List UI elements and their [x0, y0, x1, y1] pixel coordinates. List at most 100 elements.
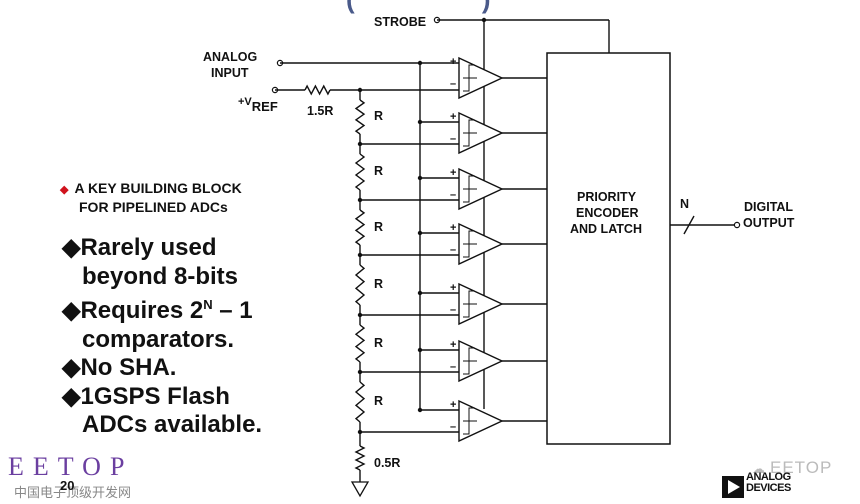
minus-input-label: – [450, 304, 457, 316]
encoder-label-1: PRIORITY [577, 190, 637, 204]
ladder-resistor-1 [354, 99, 366, 135]
adi-line-2: DEVICES [746, 482, 791, 494]
minus-input-label: – [450, 78, 457, 90]
ladder-resistor-label: R [374, 164, 384, 178]
ladder-resistor-2 [354, 153, 366, 191]
diamond-bullet-icon: ◆ [62, 382, 81, 410]
plus-input-label: + [450, 167, 457, 179]
bullet-item-4: ◆1GSPS Flash [62, 383, 262, 412]
resistor-0-5r-label: 0.5R [374, 456, 401, 470]
junction-dot [417, 230, 423, 236]
junction-dot [417, 407, 423, 413]
comparator-6 [458, 339, 504, 383]
plus-input-label: + [450, 339, 457, 351]
bus-width-slash [683, 215, 695, 235]
analog-devices-wordmark: ANALOG DEVICES [746, 472, 791, 494]
minus-input-label: – [450, 133, 457, 145]
adi-line-1: ANALOG [746, 471, 791, 483]
vref-label: +VREF [238, 93, 278, 114]
bullet-item-2: ◆Requires 2N – 1 [62, 291, 262, 326]
plus-input-label: + [450, 111, 457, 123]
digital-output-label-2: OUTPUT [743, 216, 795, 230]
hysteresis-icon [463, 290, 477, 318]
strobe-label: STROBE [374, 15, 427, 29]
digital-output-terminal [733, 221, 741, 229]
encoder-label-2: ENCODER [576, 206, 639, 220]
analog-devices-logo-icon [722, 476, 744, 498]
plus-input-label: + [450, 282, 457, 294]
minus-input-label: – [450, 244, 457, 256]
eetop-watermark: ☁ EETOP [752, 458, 832, 478]
hysteresis-icon [463, 407, 477, 435]
bullet-list: ◆Rarely used beyond 8-bits ◆Requires 2N … [62, 234, 262, 440]
page-number: 20 [60, 478, 75, 493]
ladder-resistor-3 [354, 209, 366, 246]
slide-title-fragment: ( ) [346, 0, 551, 15]
ladder-resistor-6 [354, 381, 366, 423]
comparator-5 [458, 282, 504, 326]
resistor-1-5r-label: 1.5R [307, 104, 334, 118]
comparator-3 [458, 167, 504, 211]
bullet-2-text-post: – 1 [212, 297, 253, 324]
ladder-resistor-label: R [374, 335, 384, 350]
diamond-bullet-icon: ◆ [62, 234, 81, 261]
bullet-2-superscript: N [203, 297, 213, 312]
digital-output-label-1: DIGITAL [744, 200, 794, 214]
hysteresis-icon [463, 175, 477, 203]
plus-input-label: + [450, 222, 457, 234]
resistor-0-5r [354, 445, 366, 471]
ladder-resistor-label: R [374, 219, 384, 234]
bullet-item-3: ◆No SHA. [62, 354, 262, 383]
priority-encoder-latch-block [546, 52, 671, 445]
minus-input-label: – [450, 421, 457, 433]
eetop-logo: EETOP [8, 452, 134, 481]
bullet-1-line-1: Rarely used [80, 234, 217, 261]
encoder-label-3: AND LATCH [570, 222, 642, 236]
junction-dot [417, 347, 423, 353]
ladder-resistor-label: R [374, 394, 384, 408]
comparator-7 [458, 399, 504, 443]
eetop-chinese-tagline: 中国电子顶级开发网 [14, 485, 132, 500]
bullet-1-line-2: beyond 8-bits [82, 262, 239, 290]
minus-input-label: – [450, 361, 457, 373]
diamond-bullet-icon: ◆ [62, 354, 81, 381]
bus-width-label: N [680, 197, 690, 211]
comparator-1 [458, 56, 504, 100]
ladder-resistor-4 [354, 264, 366, 306]
comparator-4 [458, 222, 504, 266]
bullet-4-line-1: 1GSPS Flash [80, 382, 230, 410]
red-diamond-bullet-icon: ◆ [60, 184, 69, 196]
vref-prefix: +V [238, 96, 252, 108]
ground-icon [350, 481, 370, 498]
ladder-resistor-label: R [374, 109, 384, 123]
ladder-resistor-label: R [374, 277, 384, 291]
wechat-icon: ☁ [752, 461, 766, 476]
key-note: ◆ A KEY BUILDING BLOCK FOR PIPELINED ADCs [60, 180, 242, 216]
analog-input-label-2: INPUT [211, 66, 249, 80]
bullet-3-line-1: No SHA. [80, 354, 177, 381]
hysteresis-icon [463, 119, 477, 147]
hysteresis-icon [463, 347, 477, 375]
bullet-2-line-2: comparators. [82, 325, 235, 353]
ladder-resistor-5 [354, 324, 366, 363]
plus-input-label: + [450, 56, 457, 68]
resistor-1-5r [304, 84, 331, 96]
comparator-2 [458, 111, 504, 155]
plus-input-label: + [450, 399, 457, 411]
hysteresis-icon [463, 230, 477, 258]
junction-dot [417, 290, 423, 296]
hysteresis-icon [463, 64, 477, 92]
watermark-text: EETOP [770, 458, 833, 477]
bullet-2-text: Requires 2 [80, 297, 204, 324]
key-note-line-2: FOR PIPELINED ADCs [79, 199, 228, 215]
diamond-bullet-icon: ◆ [62, 297, 81, 324]
analog-input-label-1: ANALOG [203, 50, 258, 64]
junction-dot [417, 175, 423, 181]
junction-dot [417, 119, 423, 125]
minus-input-label: – [450, 189, 457, 201]
bullet-4-line-2: ADCs available. [82, 411, 263, 438]
key-note-line-1: A KEY BUILDING BLOCK [74, 180, 242, 196]
bullet-item-1: ◆Rarely used [62, 234, 262, 263]
vref-subscript: REF [251, 99, 278, 114]
